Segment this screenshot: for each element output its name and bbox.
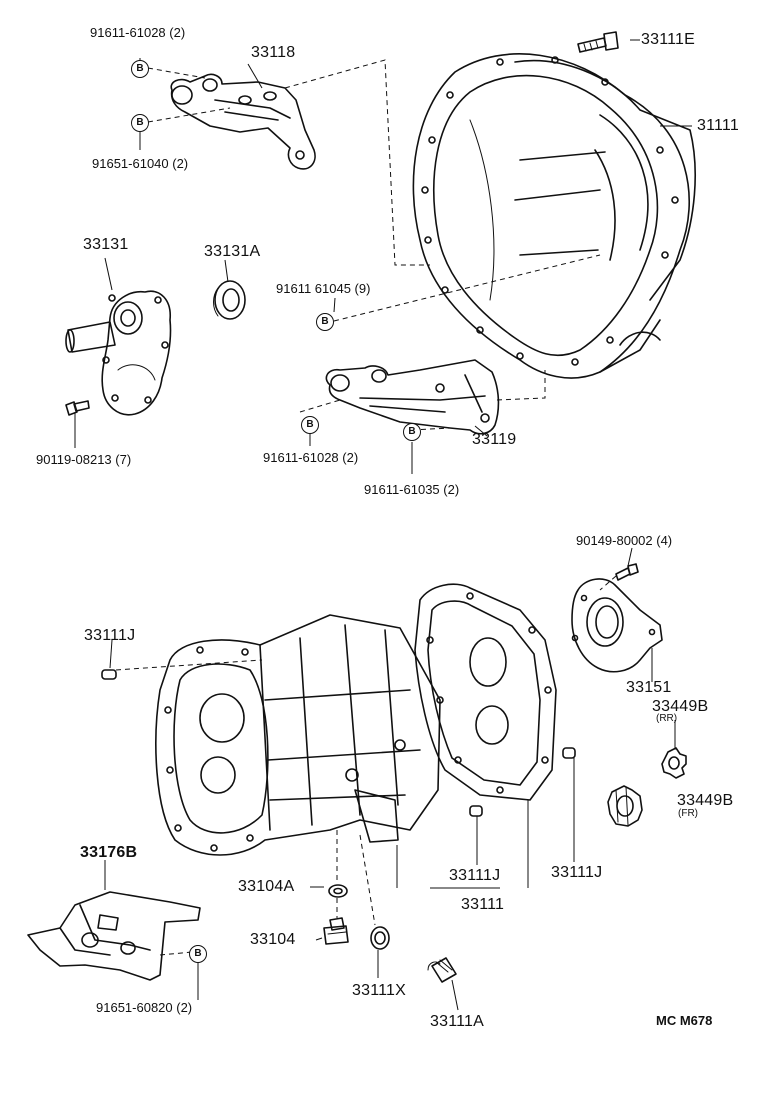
label-fr-note: (FR) <box>678 808 698 819</box>
bolt-90149-80002 <box>615 563 639 581</box>
dowel-pin-left <box>101 669 117 680</box>
dowel-pin-right <box>562 747 576 759</box>
label-91611-61028-mid: 91611-61028 (2) <box>263 450 359 465</box>
drawing-code: MC M678 <box>656 1013 713 1028</box>
shift-bracket-33176b <box>27 891 201 981</box>
label-33119: 33119 <box>472 431 517 448</box>
adapter-plate <box>414 583 557 801</box>
label-90119-08213: 90119-08213 (7) <box>36 452 132 467</box>
gasket-33104a <box>328 884 348 898</box>
bolt-mark-b3: B <box>316 313 334 331</box>
bolt-mark-b2: B <box>131 114 149 132</box>
label-91651-60820: 91651-60820 (2) <box>96 1000 193 1015</box>
label-33176b: 33176B <box>80 844 138 861</box>
label-31111: 31111 <box>697 117 739 134</box>
label-33449b-rr: 33449B <box>652 698 709 715</box>
extension-housing-33131 <box>65 290 172 416</box>
plug-33104 <box>323 917 349 945</box>
label-33111j-mid: 33111J <box>449 867 501 884</box>
label-33111: 33111 <box>461 896 505 913</box>
label-33449b-fr: 33449B <box>677 792 734 809</box>
gear-33449b-rr <box>661 747 687 779</box>
label-rr-note: (RR) <box>656 713 678 724</box>
label-33111x: 33111X <box>352 982 406 999</box>
label-33104a: 33104A <box>238 878 295 895</box>
label-90149-80002: 90149-80002 (4) <box>576 533 673 548</box>
transmission-case-33111 <box>155 614 441 856</box>
label-33131a: 33131A <box>204 243 261 260</box>
label-33104: 33104 <box>250 931 296 948</box>
label-91611-61035: 91611-61035 (2) <box>364 482 460 497</box>
label-91611-61045: 91611 61045 (9) <box>276 281 371 296</box>
label-91651-61040: 91651-61040 (2) <box>92 156 189 171</box>
plug-33111a <box>427 957 457 983</box>
label-33131: 33131 <box>83 236 129 253</box>
dowel-pin-mid <box>469 805 483 817</box>
rear-cover-33151 <box>571 578 663 673</box>
bolt-90119-08213 <box>65 400 90 416</box>
label-33151: 33151 <box>626 679 672 696</box>
clutch-housing-31111 <box>412 53 696 379</box>
label-33111e: 33111E <box>641 31 695 48</box>
gear-33449b-fr <box>607 785 643 827</box>
label-33111j-right: 33111J <box>551 864 603 881</box>
label-33118: 33118 <box>251 44 296 61</box>
bolt-mark-b5: B <box>301 416 319 434</box>
bolt-mark-b8: B <box>189 945 207 963</box>
label-33111a: 33111A <box>430 1013 484 1030</box>
bolt-mark-b6: B <box>403 423 421 441</box>
oil-seal-33131a <box>213 280 246 320</box>
label-33111j-left: 33111J <box>84 627 136 644</box>
bolt-33111e <box>577 31 619 53</box>
bolt-mark-b1: B <box>131 60 149 78</box>
gasket-33111x <box>370 926 390 950</box>
bracket-33118 <box>170 73 316 170</box>
label-91611-61028-top: 91611-61028 (2) <box>90 25 186 40</box>
